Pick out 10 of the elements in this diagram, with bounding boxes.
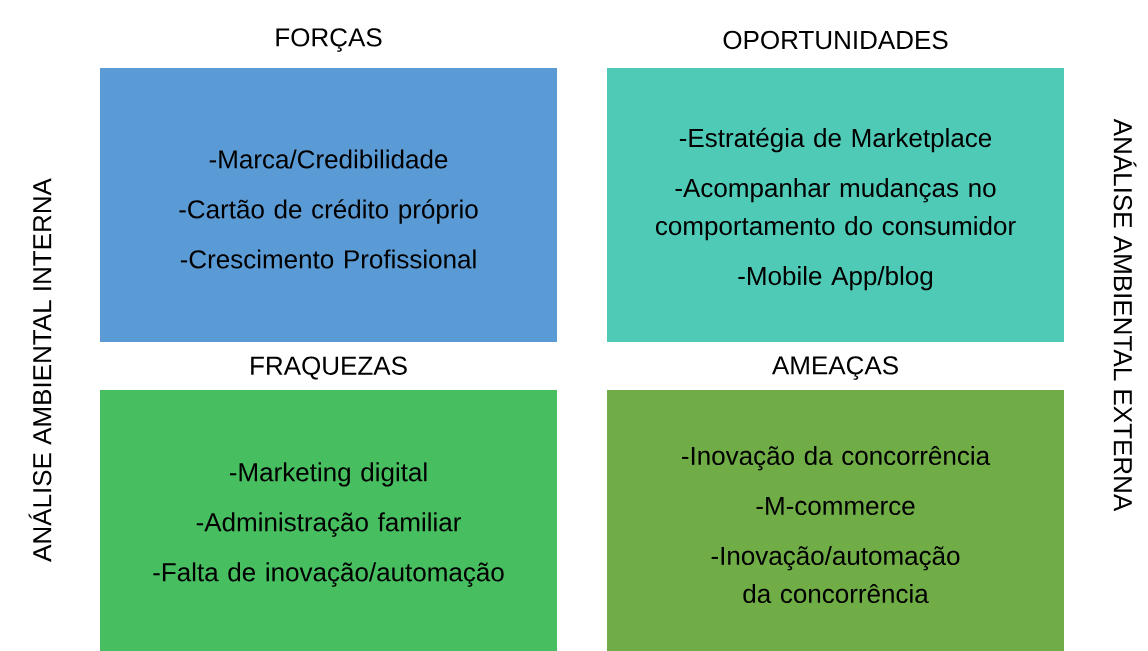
node-label: AMEAÇAS — [771, 356, 898, 380]
swot-box: AMEAÇAS -Inovação da concorrência -M-commerce -Inovação/automação da concorrência — [607, 356, 1064, 651]
node-label: FORÇAS — [276, 28, 382, 52]
side-label: ANÁLISE AMBIENTAL EXTERNA — [1113, 118, 1137, 512]
swot-box: FRAQUEZAS -Marketing digital -Administração familiar -Falta de inovação/automação — [100, 356, 557, 651]
side-label: ANÁLISE AMBIENTAL INTERNA — [28, 178, 52, 562]
swot-box: OPORTUNIDADES -Estratégia de Marketplace -Acompanhar mudanças no comportamento do consumidor -Mobile App/blog — [607, 30, 1064, 342]
node-label: FRAQUEZAS — [251, 356, 407, 380]
node-label: OPORTUNIDADES — [723, 30, 948, 50]
swot-box: FORÇAS -Marca/Credibilidade -Cartão de crédito próprio -Crescimento Profissional — [100, 28, 557, 342]
